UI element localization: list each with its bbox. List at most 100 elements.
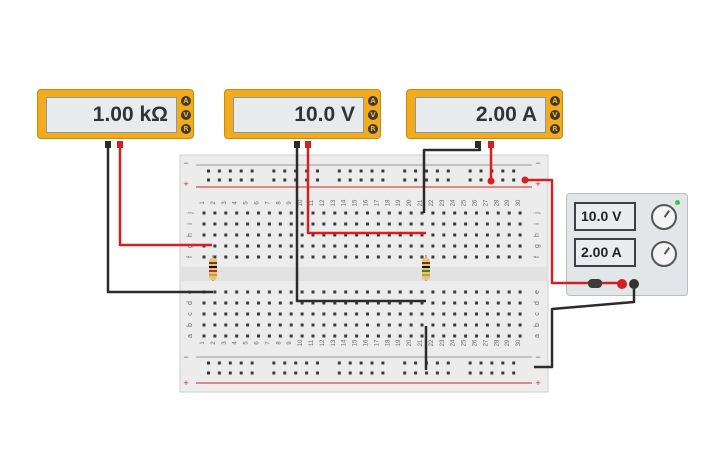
mode-button-a[interactable]: A bbox=[550, 96, 560, 106]
rail-hole bbox=[305, 371, 309, 375]
hole bbox=[224, 301, 228, 305]
column-number: 4 bbox=[233, 341, 239, 345]
hole bbox=[376, 222, 380, 226]
rail-hole bbox=[501, 371, 505, 375]
column-number: 15 bbox=[353, 339, 359, 346]
column-number: 2 bbox=[211, 201, 217, 205]
hole bbox=[475, 233, 478, 237]
hole bbox=[278, 334, 282, 338]
rail-hole bbox=[370, 169, 374, 173]
hole bbox=[355, 334, 359, 338]
hole bbox=[311, 312, 315, 316]
hole bbox=[333, 301, 337, 305]
rail-hole bbox=[250, 361, 254, 365]
rail-hole bbox=[403, 361, 407, 365]
row-letter: e bbox=[534, 290, 541, 294]
hole bbox=[366, 255, 369, 259]
hole bbox=[464, 244, 468, 248]
hole bbox=[213, 233, 217, 237]
hole bbox=[387, 222, 391, 226]
hole bbox=[398, 233, 402, 237]
rail-hole bbox=[425, 371, 428, 375]
rail-hole bbox=[250, 178, 254, 182]
row-letter: a bbox=[187, 334, 194, 338]
column-number: 17 bbox=[374, 199, 380, 206]
hole bbox=[453, 334, 457, 338]
hole bbox=[387, 312, 391, 316]
row-letter: h bbox=[534, 233, 541, 237]
hole bbox=[475, 255, 478, 259]
mode-button-r[interactable]: R bbox=[181, 124, 191, 134]
hole bbox=[453, 312, 457, 316]
hole bbox=[475, 334, 478, 338]
hole bbox=[213, 211, 217, 215]
hole bbox=[355, 301, 359, 305]
hole bbox=[420, 255, 424, 259]
hole bbox=[387, 211, 391, 215]
hole bbox=[431, 334, 435, 338]
wire-psu-black bbox=[534, 287, 636, 369]
hole bbox=[475, 301, 478, 305]
mode-button-v[interactable]: V bbox=[368, 110, 378, 120]
hole bbox=[355, 233, 359, 237]
mode-button-v[interactable]: V bbox=[550, 110, 560, 120]
power-supply[interactable]: 10.0 V 2.00 A bbox=[566, 193, 688, 296]
voltage-knob[interactable] bbox=[651, 204, 677, 230]
rail-hole bbox=[435, 361, 439, 365]
hole bbox=[376, 323, 380, 327]
hole bbox=[387, 255, 391, 259]
rail-sign: − bbox=[535, 158, 540, 168]
rail-hole bbox=[217, 169, 221, 173]
hole bbox=[267, 301, 271, 305]
hole bbox=[485, 244, 489, 248]
hole bbox=[355, 244, 359, 248]
resistor-1-band bbox=[209, 270, 217, 272]
column-number: 9 bbox=[287, 341, 293, 345]
hole bbox=[442, 301, 446, 305]
column-number: 18 bbox=[385, 199, 391, 206]
hole bbox=[485, 290, 489, 294]
wire-ohm-black bbox=[106, 143, 213, 294]
hole bbox=[409, 233, 413, 237]
hole bbox=[202, 334, 206, 338]
hole bbox=[496, 211, 500, 215]
hole bbox=[387, 233, 391, 237]
hole bbox=[311, 211, 315, 215]
column-number: 29 bbox=[505, 339, 511, 346]
multimeter-voltage[interactable]: 10.0 V A V R bbox=[224, 89, 381, 139]
hole bbox=[387, 334, 391, 338]
hole bbox=[246, 334, 250, 338]
hole bbox=[300, 290, 304, 294]
column-number: 10 bbox=[298, 199, 304, 206]
hole bbox=[387, 244, 391, 248]
hole bbox=[420, 323, 424, 327]
rail-hole bbox=[283, 178, 287, 182]
wire-ohm-red bbox=[118, 143, 212, 247]
probe-tip bbox=[105, 141, 111, 148]
mode-button-r[interactable]: R bbox=[550, 124, 560, 134]
current-knob[interactable] bbox=[651, 241, 677, 267]
hole bbox=[289, 211, 293, 215]
mode-button-a[interactable]: A bbox=[368, 96, 378, 106]
rail-hole bbox=[435, 178, 439, 182]
hole bbox=[246, 244, 250, 248]
mode-button-a[interactable]: A bbox=[181, 96, 191, 106]
hole bbox=[246, 255, 250, 259]
multimeter-current[interactable]: 2.00 A A V R bbox=[406, 89, 563, 139]
mode-button-r[interactable]: R bbox=[368, 124, 378, 134]
hole bbox=[257, 334, 260, 338]
rail-hole bbox=[446, 371, 450, 375]
hole bbox=[485, 312, 489, 316]
column-number: 19 bbox=[396, 339, 402, 346]
hole bbox=[507, 323, 511, 327]
hole bbox=[278, 290, 282, 294]
multimeter-ohm[interactable]: 1.00 kΩ A V R bbox=[37, 89, 194, 139]
hole bbox=[202, 301, 206, 305]
mode-button-v[interactable]: V bbox=[181, 110, 191, 120]
hole bbox=[322, 312, 326, 316]
hole bbox=[224, 244, 228, 248]
column-number: 11 bbox=[309, 339, 315, 346]
column-number: 19 bbox=[396, 199, 402, 206]
rail-hole bbox=[316, 361, 319, 365]
hole bbox=[267, 290, 271, 294]
